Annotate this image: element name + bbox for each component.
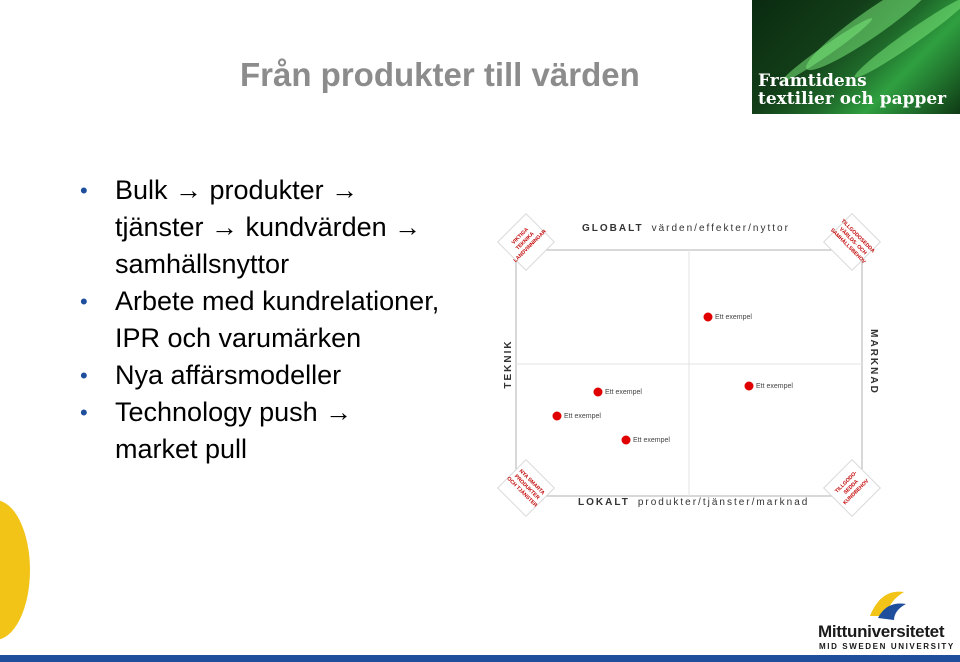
corner-bottom-right: TILLGODO- SEDDA KUNDBEHOV xyxy=(823,459,881,517)
quadrant-diagram: VIKTIGA TEKNIKA LANDVINNINGAR TILLGODOSE… xyxy=(497,213,881,517)
top-axis-label-rest: värden/effekter/nyttor xyxy=(652,223,790,234)
bottom-axis-label-bold: LOKALT xyxy=(578,497,630,508)
bottom-axis-label: LOKALT produkter/tjänster/marknad xyxy=(578,497,809,508)
example-point: Ett exempel xyxy=(593,387,642,397)
left-axis-label: TEKNIK xyxy=(503,339,514,388)
bullet-line: tjänster → kundvärden → xyxy=(115,212,422,242)
bullet-list: Bulk → produkter → tjänster → kundvärden… xyxy=(80,172,500,468)
bottom-axis-label-rest: produkter/tjänster/marknad xyxy=(638,497,810,508)
bullet-line: Bulk → produkter → xyxy=(115,175,359,205)
header-logo: Framtidens textilier och papper xyxy=(752,0,960,114)
corner-top-left: VIKTIGA TEKNIKA LANDVINNINGAR xyxy=(497,213,555,271)
example-point-label: Ett exempel xyxy=(633,437,670,444)
slide-title: Från produkter till värden xyxy=(240,56,640,93)
corner-bottom-left: NYA SMARTA PRODUKTER OCH TJÄNSTER xyxy=(497,459,555,517)
bullet-line: market pull xyxy=(115,434,248,464)
corner-top-right: TILLGODOSEDDA VÄRLDS- OCH SAMHÄLLSBEHOV xyxy=(823,213,881,271)
header-logo-line2: textilier och papper xyxy=(758,89,947,109)
bullet-item: Technology push → market pull xyxy=(80,394,500,468)
bullet-item: Bulk → produkter → tjänster → kundvärden… xyxy=(80,172,500,283)
yellow-swoosh-decoration xyxy=(0,500,30,640)
right-axis-label: MARKNAD xyxy=(868,329,879,395)
university-name: Mittuniversitetet xyxy=(818,622,945,641)
university-emblem-icon xyxy=(870,591,906,620)
bullet-line: Technology push → xyxy=(115,397,353,427)
footer-bar xyxy=(0,655,960,662)
example-point: Ett exempel xyxy=(703,312,752,322)
university-subtitle: MID SWEDEN UNIVERSITY xyxy=(819,642,955,651)
top-axis-label-bold: GLOBALT xyxy=(582,223,644,234)
bullet-line: Nya affärsmodeller xyxy=(115,360,342,390)
example-point: Ett exempel xyxy=(744,381,793,391)
example-point: Ett exempel xyxy=(621,435,670,445)
university-logo: Mittuniversitetet MID SWEDEN UNIVERSITY xyxy=(818,586,954,656)
header-logo-text: Framtidens textilier och papper xyxy=(758,72,946,108)
example-point-label: Ett exempel xyxy=(564,413,601,420)
bullet-item: Nya affärsmodeller xyxy=(80,357,500,394)
top-axis-label: GLOBALT värden/effekter/nyttor xyxy=(582,223,790,234)
example-point-label: Ett exempel xyxy=(605,389,642,396)
example-point-label: Ett exempel xyxy=(756,383,793,390)
bullet-item: Arbete med kundrelationer, IPR och varum… xyxy=(80,283,500,357)
bullet-line: Arbete med kundrelationer, xyxy=(115,286,440,316)
bullet-line: samhällsnyttor xyxy=(115,249,290,279)
example-point: Ett exempel xyxy=(552,411,601,421)
example-point-label: Ett exempel xyxy=(715,314,752,321)
bullet-line: IPR och varumärken xyxy=(115,323,362,353)
header-logo-line1: Framtidens xyxy=(758,71,867,91)
